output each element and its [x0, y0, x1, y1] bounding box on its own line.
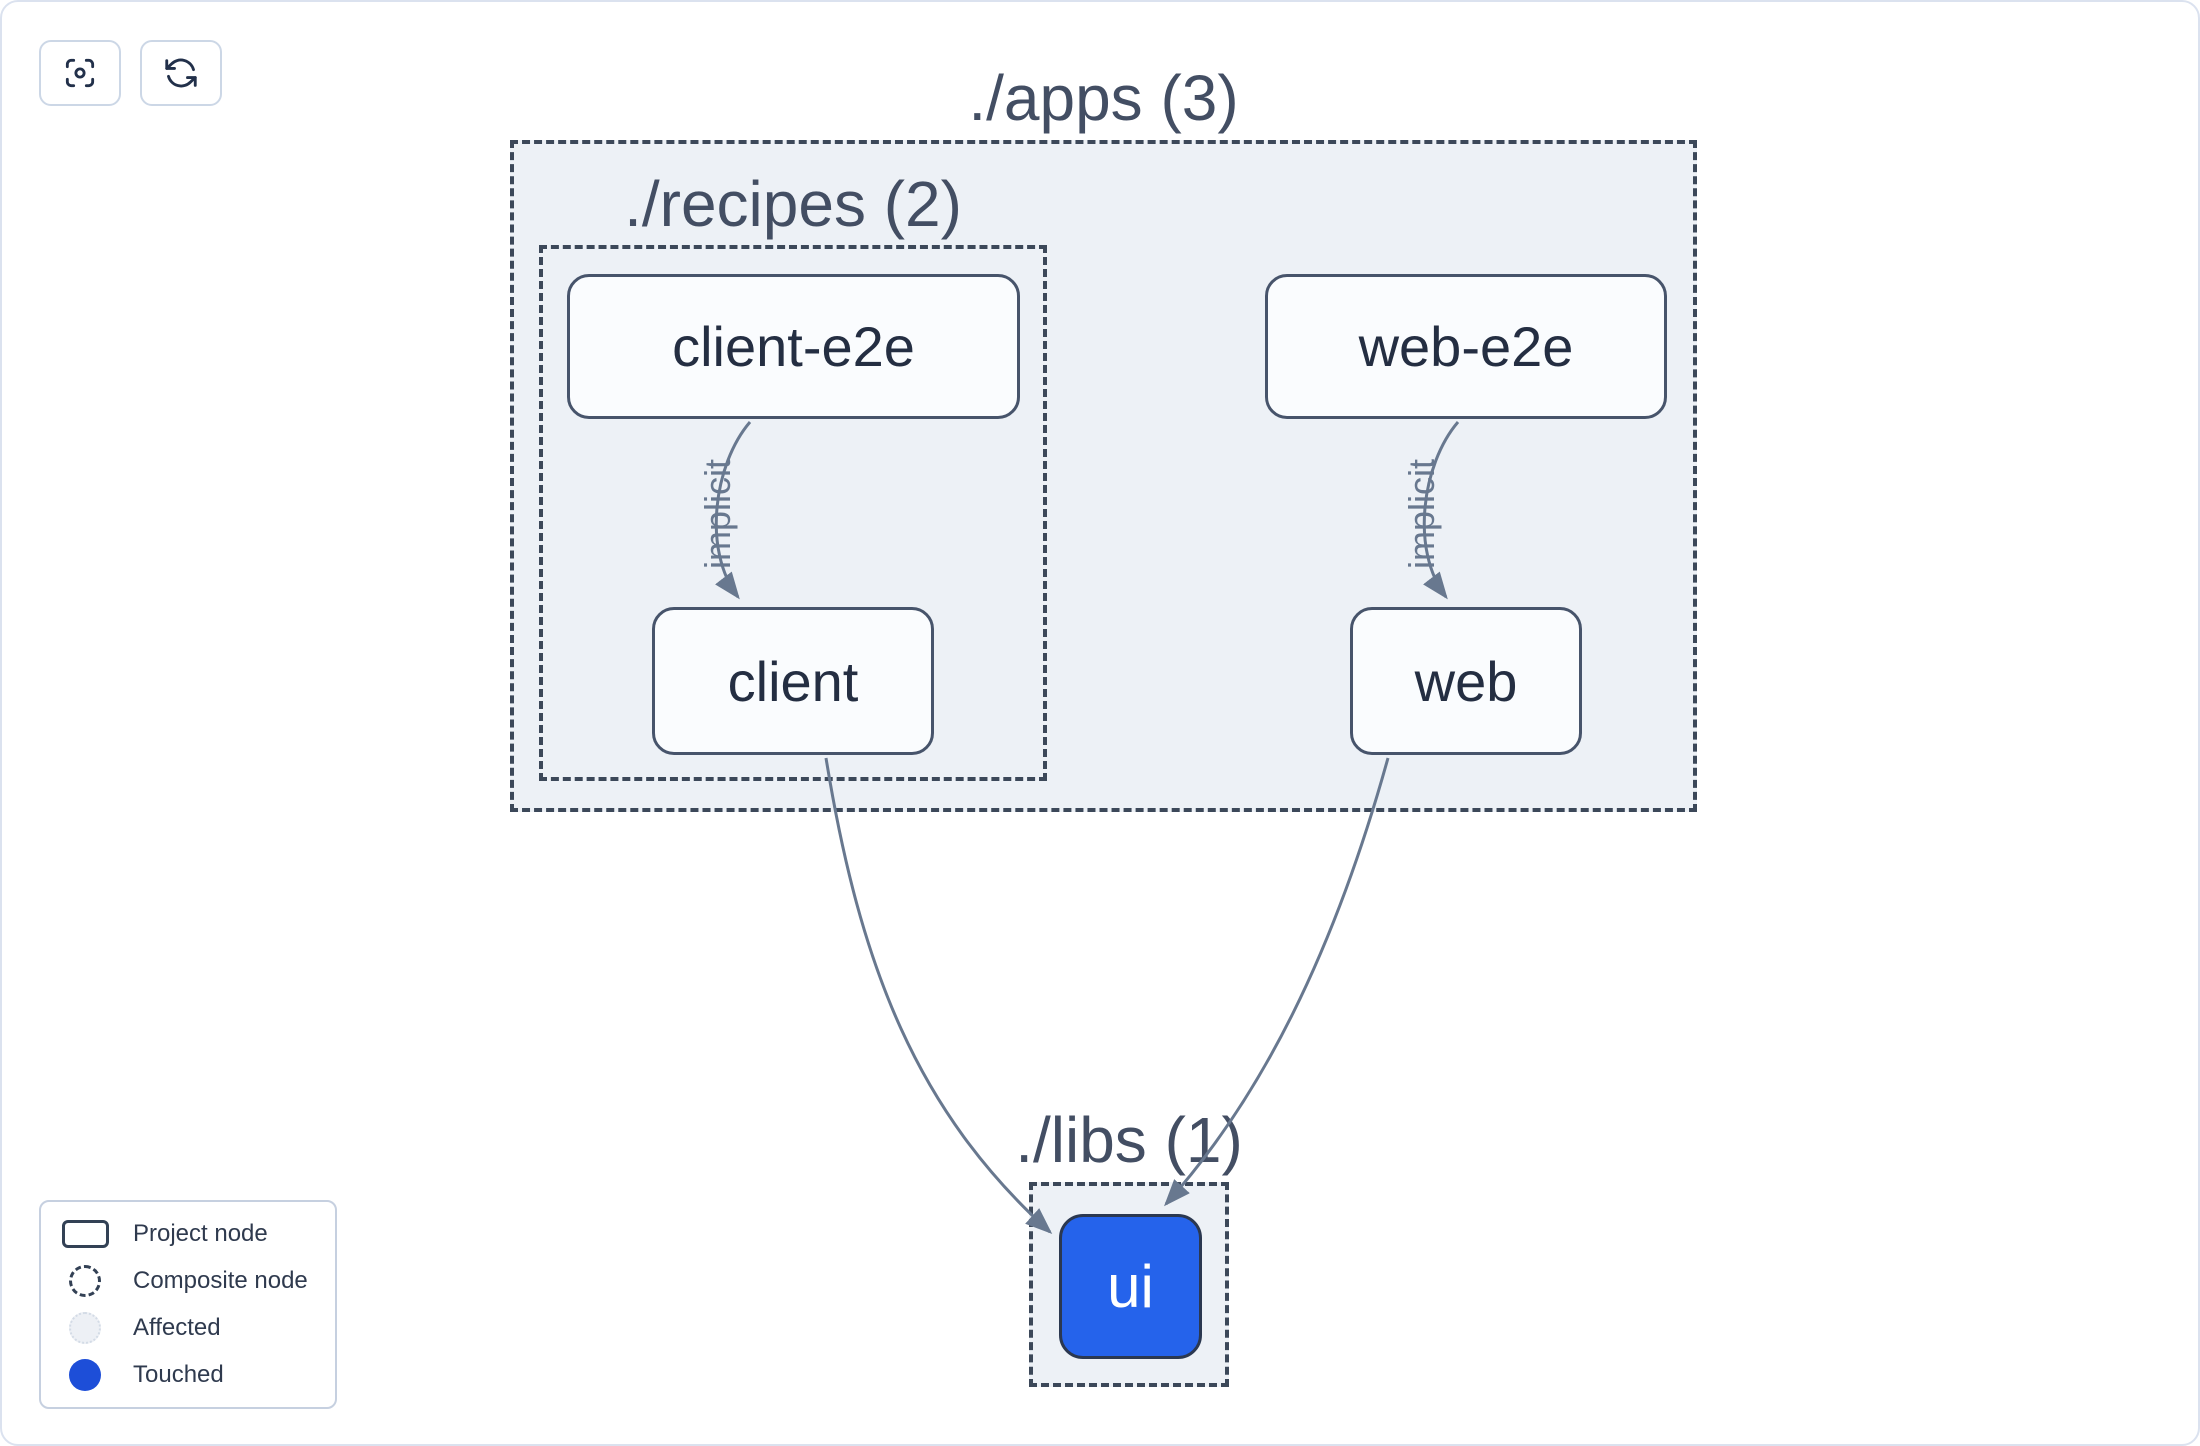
- legend-item-composite-node: Composite node: [61, 1265, 315, 1297]
- composite-node-icon: [61, 1265, 109, 1297]
- project-node-web-e2e[interactable]: web-e2e: [1265, 274, 1667, 419]
- legend-item-affected: Affected: [61, 1312, 315, 1344]
- refresh-graph-button[interactable]: [140, 40, 222, 106]
- edge-client-e2e-to-client[interactable]: [714, 421, 752, 600]
- composite-label-libs[interactable]: ./libs (1): [1015, 1104, 1243, 1176]
- composite-label-apps[interactable]: ./apps (3): [968, 62, 1239, 134]
- legend-label: Project node: [133, 1220, 268, 1247]
- edge-web-to-ui[interactable]: [1163, 757, 1390, 1207]
- edge-web-e2e-to-web[interactable]: [1422, 421, 1460, 600]
- project-node-icon: [61, 1220, 109, 1248]
- graph-legend: Project node Composite node Affected Tou…: [39, 1200, 337, 1409]
- composite-label-recipes[interactable]: ./recipes (2): [624, 168, 962, 240]
- legend-label: Touched: [133, 1361, 224, 1388]
- project-node-client[interactable]: client: [652, 607, 934, 755]
- project-node-ui-touched[interactable]: ui: [1059, 1214, 1202, 1359]
- legend-item-touched: Touched: [61, 1359, 315, 1391]
- composite-box-recipes[interactable]: [539, 245, 1047, 781]
- project-node-client-e2e[interactable]: client-e2e: [567, 274, 1020, 419]
- focus-icon: [61, 54, 99, 92]
- project-node-web[interactable]: web: [1350, 607, 1582, 755]
- legend-label: Composite node: [133, 1267, 308, 1294]
- legend-item-project-node: Project node: [61, 1219, 315, 1249]
- center-graph-button[interactable]: [39, 40, 121, 106]
- refresh-icon: [162, 54, 200, 92]
- legend-label: Affected: [133, 1314, 221, 1341]
- edge-client-to-ui[interactable]: [824, 757, 1053, 1235]
- touched-icon: [61, 1359, 109, 1391]
- affected-icon: [61, 1312, 109, 1344]
